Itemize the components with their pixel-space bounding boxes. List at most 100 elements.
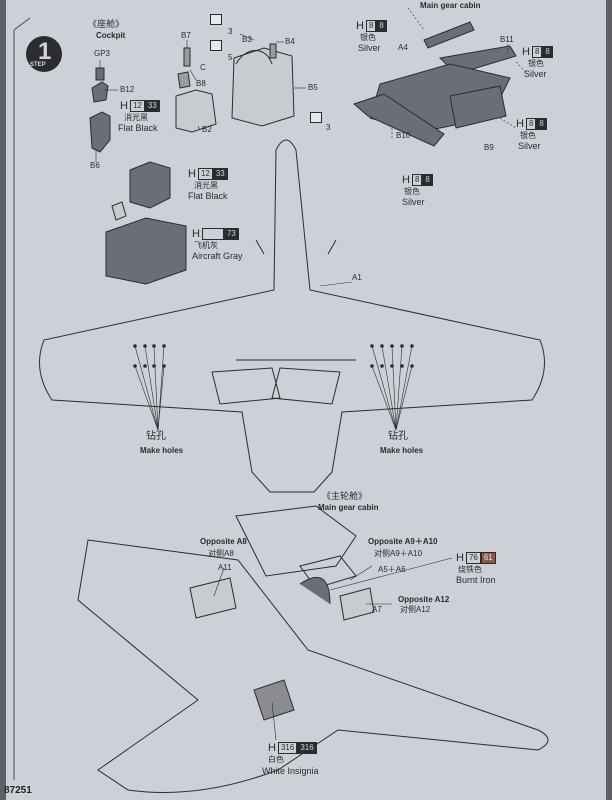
- part-b9-shape: [449, 85, 507, 129]
- code-box: 12: [197, 168, 213, 180]
- code-box-dark: 33: [144, 100, 160, 112]
- kit-number: 87251: [4, 785, 32, 796]
- seat-flat-black: [129, 161, 171, 209]
- code-box-dark: 316: [297, 742, 317, 754]
- part-label-b8: B8: [196, 79, 206, 88]
- h-prefix: H: [522, 46, 530, 58]
- main-gear-cabin-header: Main gear cabin: [420, 1, 481, 10]
- code-box: 8: [365, 20, 377, 32]
- color-cn-silver-3: 银色: [520, 131, 536, 140]
- h-prefix: H: [402, 174, 410, 186]
- color-code-flat-black-2: H 12 33: [188, 168, 228, 180]
- opposite-a9a10-en: Opposite A9＋A10: [368, 537, 438, 546]
- part-b3-shape: [235, 50, 273, 65]
- color-en-aircraft-gray: Aircraft Gray: [192, 251, 243, 261]
- part-label-b11: B11: [500, 35, 514, 44]
- decal-icon: [210, 14, 222, 25]
- color-en-burnt-iron: Burnt Iron: [456, 575, 496, 585]
- make-holes-right-en: Make holes: [380, 446, 424, 455]
- part-label-a1: A1: [352, 273, 362, 282]
- color-en-white-insignia: White Insignia: [262, 766, 319, 776]
- opposite-a9a10-cn: 对侧A9＋A10: [374, 549, 423, 558]
- color-en-silver-3: Silver: [518, 141, 541, 151]
- cockpit-parts-drawing: [89, 43, 295, 285]
- part-label-b7: B7: [181, 31, 191, 40]
- cockpit-title-cn: 《座舱》: [88, 19, 125, 29]
- part-label-b3: B3: [242, 35, 252, 44]
- code-box: 76: [465, 552, 481, 564]
- part-b8-shape: [177, 71, 191, 89]
- code-box: 8: [411, 174, 423, 186]
- circle-number-3b: 3: [326, 123, 331, 132]
- part-b10-shape: [353, 93, 445, 147]
- make-holes-left-cn: 钻孔: [146, 431, 166, 442]
- code-box-dark: 8: [542, 46, 553, 58]
- color-cn-silver-4: 银色: [404, 187, 420, 196]
- color-en-flat-black-2: Flat Black: [188, 191, 228, 201]
- part-label-a4: A4: [398, 43, 408, 52]
- code-box: 8: [531, 46, 543, 58]
- step-badge: [26, 36, 62, 72]
- color-code-silver-1: H 8 8: [356, 20, 387, 32]
- part-label-a11: A11: [218, 563, 232, 572]
- code-box: 12: [129, 100, 145, 112]
- cockpit-small-part: [111, 201, 127, 221]
- part-label-b2: B2: [202, 125, 212, 134]
- color-code-burnt-iron: H 76 61: [456, 552, 496, 564]
- color-code-silver-2: H 8 8: [522, 46, 553, 58]
- code-box-dark: 8: [536, 118, 547, 130]
- cockpit-tub-gray: [105, 217, 187, 285]
- part-b7-shape: [183, 47, 191, 67]
- code-box: 316: [277, 742, 298, 754]
- code-box-dark: 8: [422, 174, 433, 186]
- part-label-a5a6: A5＋A6: [378, 565, 406, 574]
- color-en-silver-2: Silver: [524, 69, 547, 79]
- code-box: 8: [525, 118, 537, 130]
- h-prefix: H: [192, 228, 200, 240]
- part-gp3-shape: [95, 67, 105, 81]
- circle-number-3: 3: [228, 27, 233, 36]
- color-cn-silver-1: 银色: [360, 33, 376, 42]
- cockpit-title-en: Cockpit: [96, 31, 126, 40]
- code-box-dark: 8: [376, 20, 387, 32]
- paint-icon: [210, 40, 222, 51]
- code-box-burnt: 61: [480, 552, 496, 564]
- color-cn-aircraft-gray: 飞机灰: [194, 241, 218, 250]
- color-en-silver-4: Silver: [402, 197, 425, 207]
- part-label-gp3: GP3: [94, 49, 111, 58]
- color-code-flat-black-1: H 12 33: [120, 100, 160, 112]
- main-gear-cabin-en: Main gear cabin: [318, 503, 379, 512]
- part-label-b6: B6: [90, 161, 100, 170]
- h-prefix: H: [120, 100, 128, 112]
- step-number: 1: [38, 38, 52, 65]
- part-label-b4: B4: [285, 37, 295, 46]
- h-prefix: H: [516, 118, 524, 130]
- h-prefix: H: [456, 552, 464, 564]
- make-holes-left-en: Make holes: [140, 446, 184, 455]
- main-gear-cabin-cn: 《主轮舱》: [322, 491, 368, 501]
- circle-c-icon: C: [200, 63, 206, 72]
- lower-assembly-drawing: [77, 505, 549, 793]
- color-code-white-insignia: H 316 316: [268, 742, 317, 754]
- decal-icon-2: [310, 112, 322, 123]
- part-b12-shape: [91, 81, 109, 103]
- part-b5-box: [231, 47, 295, 127]
- hole-leader-lines: [134, 281, 413, 431]
- part-label-b12: B12: [120, 85, 135, 94]
- part-b4-shape: [269, 43, 277, 59]
- color-cn-flat-black-2: 消光黑: [194, 181, 218, 190]
- h-prefix: H: [268, 742, 276, 754]
- color-cn-flat-black-1: 消光黑: [124, 113, 148, 122]
- main-gear-parts-drawing: [353, 21, 517, 147]
- code-box-dark: 33: [212, 168, 228, 180]
- color-code-silver-3: H 8 8: [516, 118, 547, 130]
- part-b6-shape: [89, 111, 111, 153]
- part-label-b10: B10: [396, 131, 411, 140]
- color-en-flat-black-1: Flat Black: [118, 123, 158, 133]
- part-label-b5: B5: [308, 83, 318, 92]
- opposite-a8-en: Opposite A8: [200, 537, 247, 546]
- make-holes-right-cn: 钻孔: [388, 431, 408, 442]
- h-prefix: H: [188, 168, 196, 180]
- gear-leader-lines: [391, 7, 529, 140]
- part-a4-shape: [423, 21, 475, 49]
